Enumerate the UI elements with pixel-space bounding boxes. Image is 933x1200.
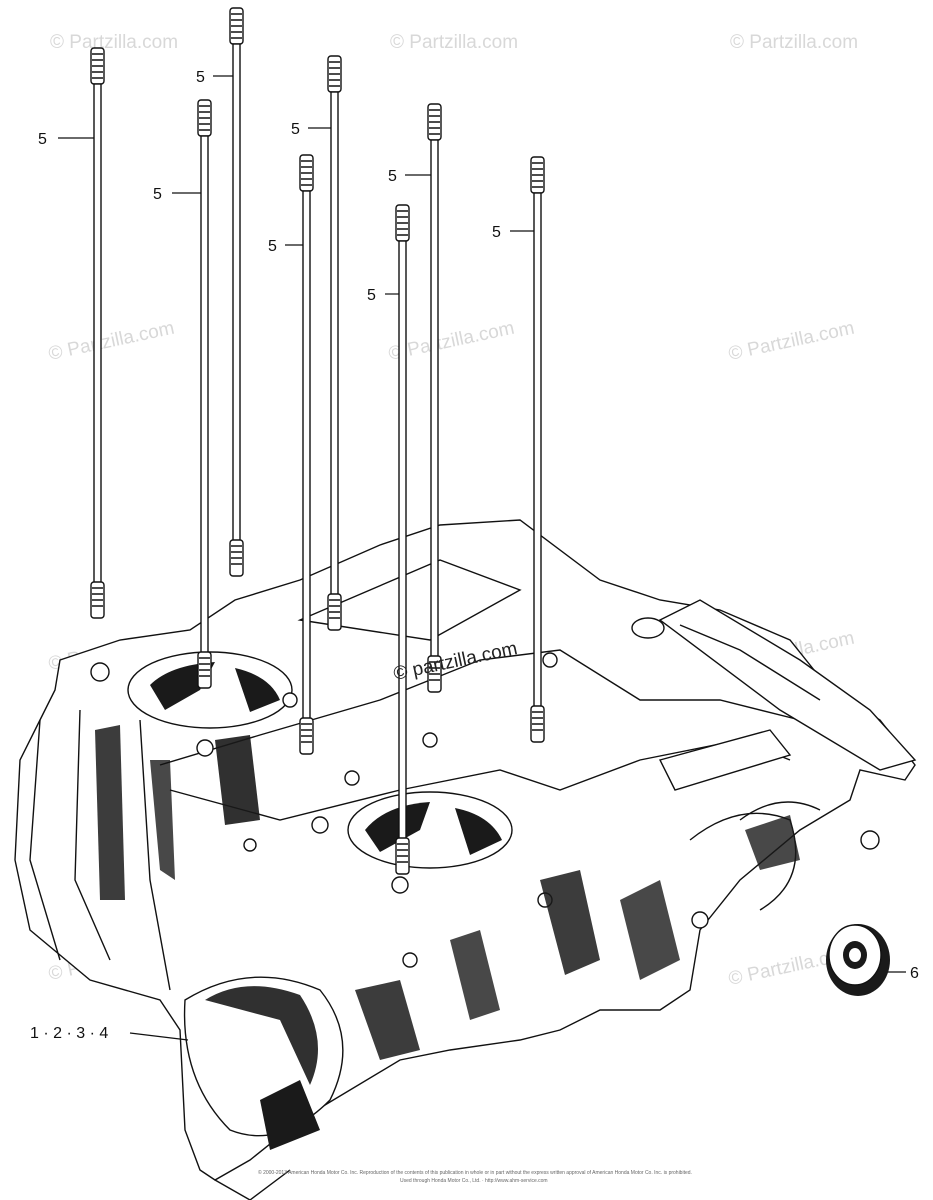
stud-illustration — [90, 47, 105, 619]
stud-illustration — [427, 103, 442, 693]
callout-stud: 5 — [153, 186, 162, 203]
callout-labels: 5 5 5 5 5 5 5 5 6 1 · 2 · 3 · 4 — [30, 69, 919, 1042]
stud-illustration — [327, 55, 342, 631]
stud-illustration — [530, 156, 545, 743]
callout-stud: 5 — [268, 238, 277, 255]
leader-lines — [58, 75, 906, 1041]
copyright-line: Used through Honda Motor Co., Ltd. · htt… — [400, 1178, 548, 1184]
callout-oil-seal: 6 — [910, 965, 919, 982]
stud-illustration — [197, 99, 212, 689]
oil-seal-illustration — [826, 924, 890, 996]
callout-stud: 5 — [38, 131, 47, 148]
callout-stud: 5 — [388, 168, 397, 185]
watermark: © Partzilla.com — [727, 318, 857, 365]
callout-crankcase: 1 · 2 · 3 · 4 — [30, 1025, 108, 1042]
watermark: © Partzilla.com — [50, 32, 178, 53]
callout-stud: 5 — [492, 224, 501, 241]
watermark: © Partzilla.com — [730, 32, 858, 53]
stud-illustration — [395, 204, 410, 875]
stud-illustration — [229, 7, 244, 577]
callout-stud: 5 — [196, 69, 205, 86]
stud-illustration — [299, 154, 314, 755]
callout-stud: 5 — [291, 121, 300, 138]
watermark: © Partzilla.com — [390, 32, 518, 53]
callout-stud: 5 — [367, 287, 376, 304]
watermark: © Partzilla.com — [47, 318, 177, 365]
copyright-line: © 2000-2013 American Honda Motor Co. Inc… — [258, 1169, 692, 1176]
cylinder-studs — [90, 7, 545, 875]
crankcase-illustration — [14, 519, 917, 1200]
